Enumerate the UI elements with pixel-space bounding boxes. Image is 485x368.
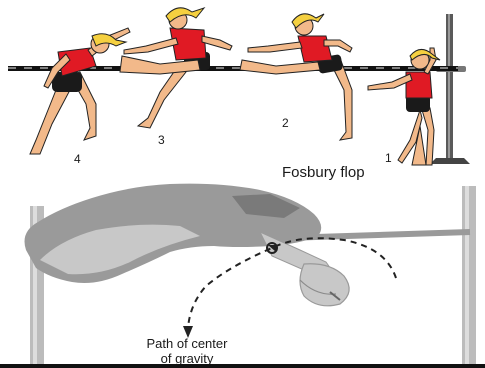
athlete-phase-2 bbox=[240, 14, 352, 140]
path-label: Path of center of gravity bbox=[112, 336, 262, 366]
phase-label-1: 1 bbox=[385, 151, 392, 165]
jumper-silhouette bbox=[25, 184, 350, 306]
phase-label-4: 4 bbox=[74, 152, 81, 166]
path-label-line-1: Path of center bbox=[112, 336, 262, 351]
athlete-phase-1 bbox=[368, 48, 440, 165]
athlete-phase-4 bbox=[30, 28, 130, 154]
phase-label-3: 3 bbox=[158, 133, 165, 147]
figure-title: Fosbury flop bbox=[282, 164, 365, 181]
high-jump-standard bbox=[430, 14, 470, 164]
top-panel bbox=[8, 8, 470, 165]
bottom-rule bbox=[0, 364, 485, 368]
phase-label-2: 2 bbox=[282, 116, 289, 130]
